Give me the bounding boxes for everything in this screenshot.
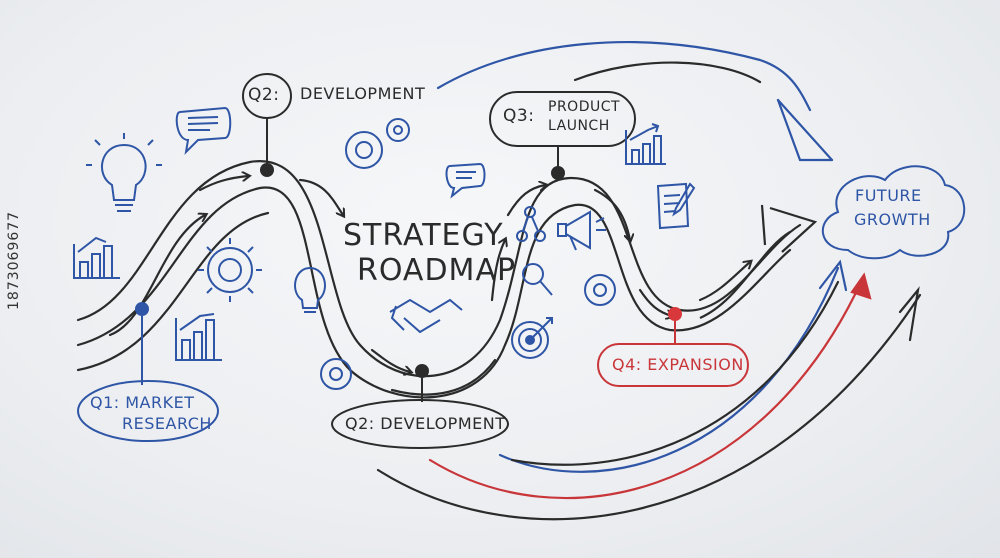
milestone-q1: [77, 302, 219, 442]
gear-icon-3: [320, 358, 352, 390]
roadmap-path: [76, 160, 802, 399]
gear-icon-2: [345, 118, 410, 169]
bar-chart-icon: [73, 236, 120, 279]
gear-icon-4: [584, 274, 616, 306]
milestone-q2-bottom: [331, 364, 509, 449]
milestone-q3-label-line2: LAUNCH: [548, 118, 610, 134]
growth-chart-icon: [625, 123, 666, 165]
milestone-q3-label-line1: PRODUCT: [548, 99, 621, 115]
speech-bubble-icon-2: [445, 162, 486, 199]
handshake-icon: [389, 298, 463, 334]
goal-label-line2: GROWTH: [854, 210, 931, 229]
document-icon: [656, 182, 696, 230]
milestone-q1-label-line1: Q1: MARKET: [90, 393, 195, 412]
milestone-q4-label: Q4: EXPANSION: [612, 355, 744, 374]
goal-arrow: [699, 204, 818, 320]
lightbulb-icon-2: [294, 266, 326, 313]
bar-chart-icon-2: [175, 313, 222, 361]
goal-cloud: [821, 165, 966, 260]
lightbulb-icon: [86, 133, 162, 212]
target-icon: [511, 317, 553, 359]
milestone-q2-top: [242, 73, 292, 177]
milestone-q2-top-label: DEVELOPMENT: [300, 84, 426, 103]
milestone-q2-bottom-label: Q2: DEVELOPMENT: [345, 414, 506, 433]
milestone-q2-top-code: Q2:: [248, 85, 280, 105]
network-icon: [516, 206, 546, 242]
diagram-title-line1: STRATEGY: [343, 218, 504, 253]
milestone-q4: [597, 307, 749, 387]
milestone-q3: [489, 91, 636, 180]
megaphone-icon: [557, 210, 606, 251]
gear-icon: [198, 238, 262, 302]
magnifier-icon: [522, 263, 553, 296]
goal-label-line1: FUTURE: [855, 186, 922, 205]
milestone-q1-label-line2: RESEARCH: [122, 414, 212, 433]
top-arrows: [436, 41, 834, 162]
milestone-q3-code: Q3:: [503, 106, 535, 126]
bottom-arrows: [376, 259, 922, 521]
diagram-title-line2: ROADMAP: [357, 253, 517, 288]
watermark-id: 1873069677: [6, 210, 22, 310]
speech-bubble-icon: [175, 106, 232, 155]
